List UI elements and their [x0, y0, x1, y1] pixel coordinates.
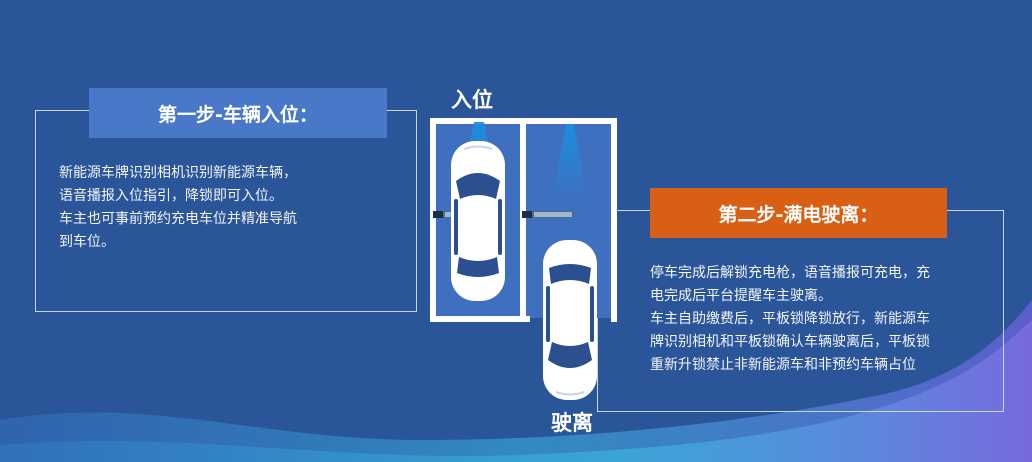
step2-line: 牌识别相机和平板锁确认车辆驶离后，平板锁 — [650, 334, 930, 350]
step1-line: 新能源车牌识别相机识别新能源车辆， — [59, 165, 297, 181]
car-entering — [450, 140, 506, 302]
car-leaving — [542, 239, 598, 401]
leave-label: 驶离 — [551, 411, 593, 435]
enter-label: 入位 — [451, 88, 493, 112]
step1-description: 新能源车牌识别相机识别新能源车辆， 语音播报入位指引，降锁即可入位。 车主也可事… — [59, 162, 349, 254]
step1-line: 到车位。 — [59, 234, 115, 250]
step2-line: 停车完成后解锁充电枪，语音播报可充电，充 — [650, 265, 930, 281]
step2-line: 重新升锁禁止非新能源车和非预约车辆占位 — [650, 357, 916, 373]
parking-lock-right — [522, 211, 574, 218]
step2-line: 车主自助缴费后，平板锁降锁放行，新能源车 — [650, 311, 930, 327]
step1-line: 车主也可事前预约充电车位并精准导航 — [59, 211, 297, 227]
step1-title: 第一步-车辆入位： — [89, 88, 387, 138]
step2-description: 停车完成后解锁充电枪，语音播报可充电，充 电完成后平台提醒车主驶离。 车主自助缴… — [650, 262, 970, 377]
step2-line: 电完成后平台提醒车主驶离。 — [650, 288, 832, 304]
camera-beam-right — [552, 124, 588, 200]
step1-line: 语音播报入位指引，降锁即可入位。 — [59, 188, 283, 204]
step2-title: 第二步-满电驶离： — [650, 188, 947, 238]
